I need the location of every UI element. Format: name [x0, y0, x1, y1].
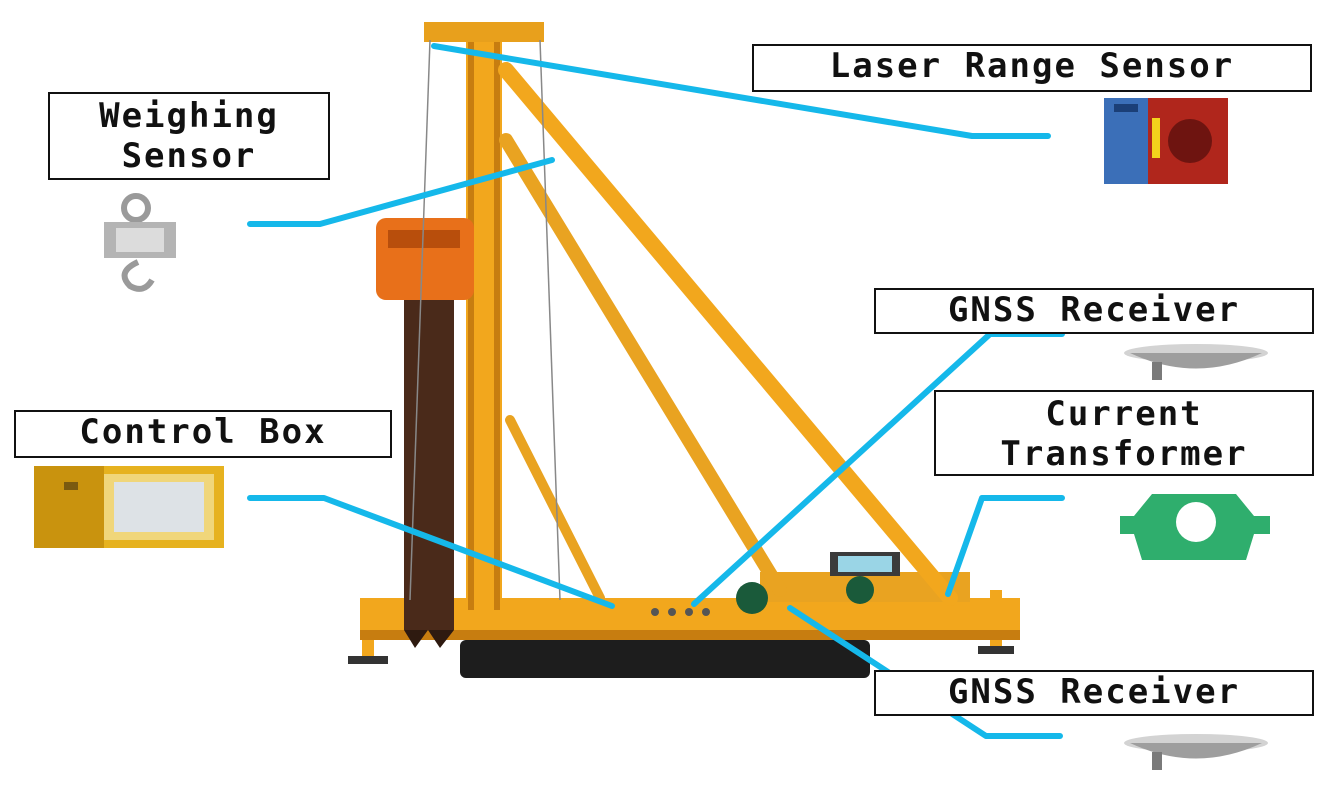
- rig-brace: [505, 415, 605, 603]
- current-transformer-icon: [1120, 494, 1270, 560]
- leader-line-weighing-sensor: [247, 157, 555, 227]
- steel-pile: [404, 300, 454, 630]
- label-gnss-receiver-top: GNSS Receiver: [874, 288, 1314, 334]
- laser-sensor-icon: [1104, 98, 1228, 184]
- gnss-antenna-icon: [1124, 344, 1268, 380]
- hammer-detail: [388, 230, 460, 248]
- load-cell-icon: [104, 193, 176, 292]
- cab-window: [838, 556, 892, 572]
- crawler-track: [460, 640, 870, 678]
- leader-line-current-transformer: [945, 495, 1065, 597]
- control-box-icon: [34, 466, 224, 548]
- leader-line-control-box: [247, 495, 615, 609]
- leader-line-gnss-receiver-bottom: [787, 605, 1063, 739]
- platform-bolt: [668, 608, 676, 616]
- label-weighing-sensor: Weighing Sensor: [48, 92, 330, 180]
- leader-line-laser-range-sensor: [431, 43, 1051, 139]
- label-current-transformer: Current Transformer: [934, 390, 1314, 476]
- label-laser-range-sensor: Laser Range Sensor: [752, 44, 1312, 92]
- platform-bolt: [685, 608, 693, 616]
- wire-rope-1: [409, 39, 431, 601]
- rig-platform-shadow: [360, 630, 1020, 640]
- label-gnss-receiver-bottom: GNSS Receiver: [874, 670, 1314, 716]
- mast-head: [424, 22, 544, 42]
- winch-drum: [736, 582, 768, 614]
- platform-bolt: [651, 608, 659, 616]
- outrigger-right-foot: [978, 646, 1014, 654]
- rig-backstay-2: [499, 133, 787, 597]
- pile-tip: [404, 630, 454, 648]
- winch-drum-2: [846, 576, 874, 604]
- outrigger-left-foot: [348, 656, 388, 664]
- gnss-antenna-icon: [1124, 734, 1268, 770]
- mast-rail-right: [494, 40, 500, 610]
- pile-driver-rig-image: [348, 22, 1020, 678]
- wire-rope-2: [539, 39, 561, 601]
- leader-line-gnss-receiver-top: [691, 331, 1065, 607]
- label-control-box: Control Box: [14, 410, 392, 458]
- platform-bolt: [702, 608, 710, 616]
- mast-rail-left: [468, 40, 474, 610]
- rig-backstay-1: [498, 62, 958, 606]
